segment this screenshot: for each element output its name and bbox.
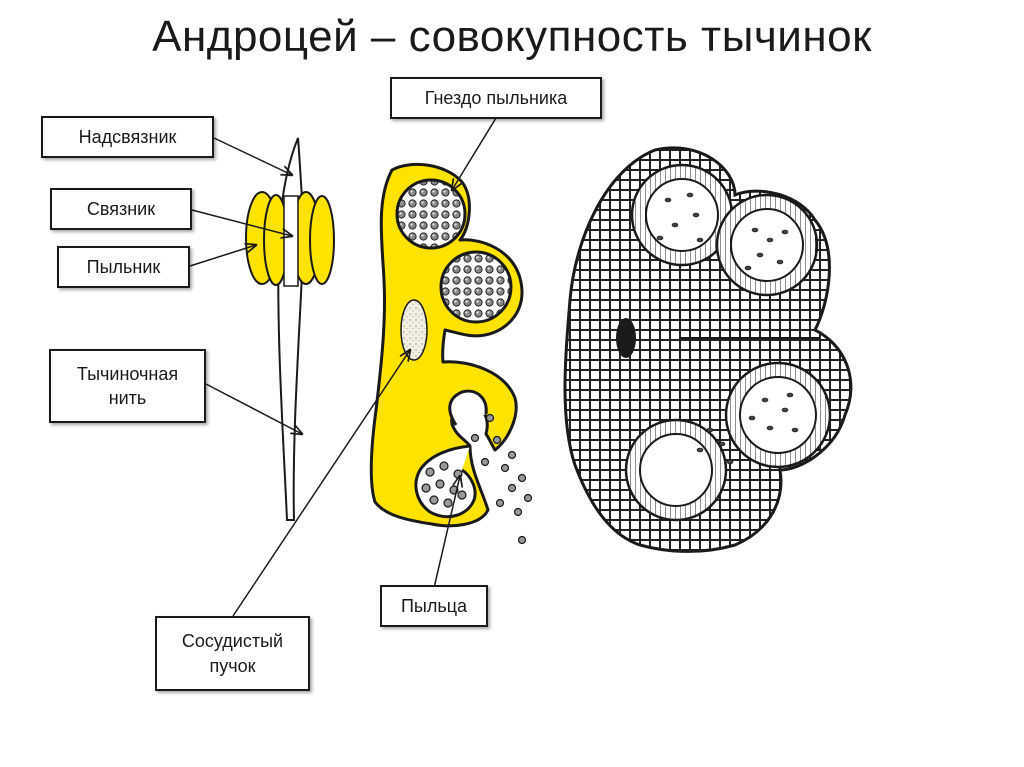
pointer-nadsvyaznik [213, 137, 292, 175]
label-nadsvyaznik: Надсвязник [41, 116, 214, 158]
label-pyltsa: Пыльца [380, 585, 488, 627]
pollen-sac-upper [395, 178, 467, 250]
label-sosudisty-puchok: Сосудистый пучок [155, 616, 310, 691]
label-text: Пыльник [86, 256, 161, 277]
filament [277, 229, 306, 521]
label-text: Пыльца [400, 595, 468, 616]
stamen-figure [245, 137, 335, 521]
pointer-sosudisty [232, 350, 410, 617]
pollen-grains [421, 413, 533, 545]
histological-section [563, 146, 853, 553]
label-gnezdo-pylnika: Гнездо пыльника [390, 77, 602, 119]
label-text-line2: нить [108, 388, 147, 408]
pollen-sac-middle [439, 250, 513, 324]
pointer-gnezdo [452, 117, 497, 190]
anther [245, 191, 335, 287]
label-text: Надсвязник [78, 126, 177, 147]
pointer-lines [189, 117, 497, 617]
label-pylnik: Пыльник [57, 246, 190, 288]
label-text-line1: Сосудистый [181, 631, 284, 652]
slide-title: Андроцей – совокупность тычинок [152, 12, 872, 61]
pointer-pyltsa [433, 476, 460, 589]
pointer-svyaznik [191, 209, 292, 236]
vascular-bundle [400, 299, 428, 361]
anther-cross-section [369, 162, 533, 545]
label-svyaznik: Связник [50, 188, 192, 230]
label-text: Гнездо пыльника [424, 87, 568, 108]
label-tychinochnaya-nit: Тычиночная нить [49, 349, 206, 423]
pointer-pylnik [189, 245, 256, 267]
pointer-nit [205, 383, 302, 434]
label-text-line2: пучок [209, 655, 256, 676]
label-text-line1: Тычиночная [76, 363, 179, 384]
label-text: Связник [86, 198, 156, 219]
